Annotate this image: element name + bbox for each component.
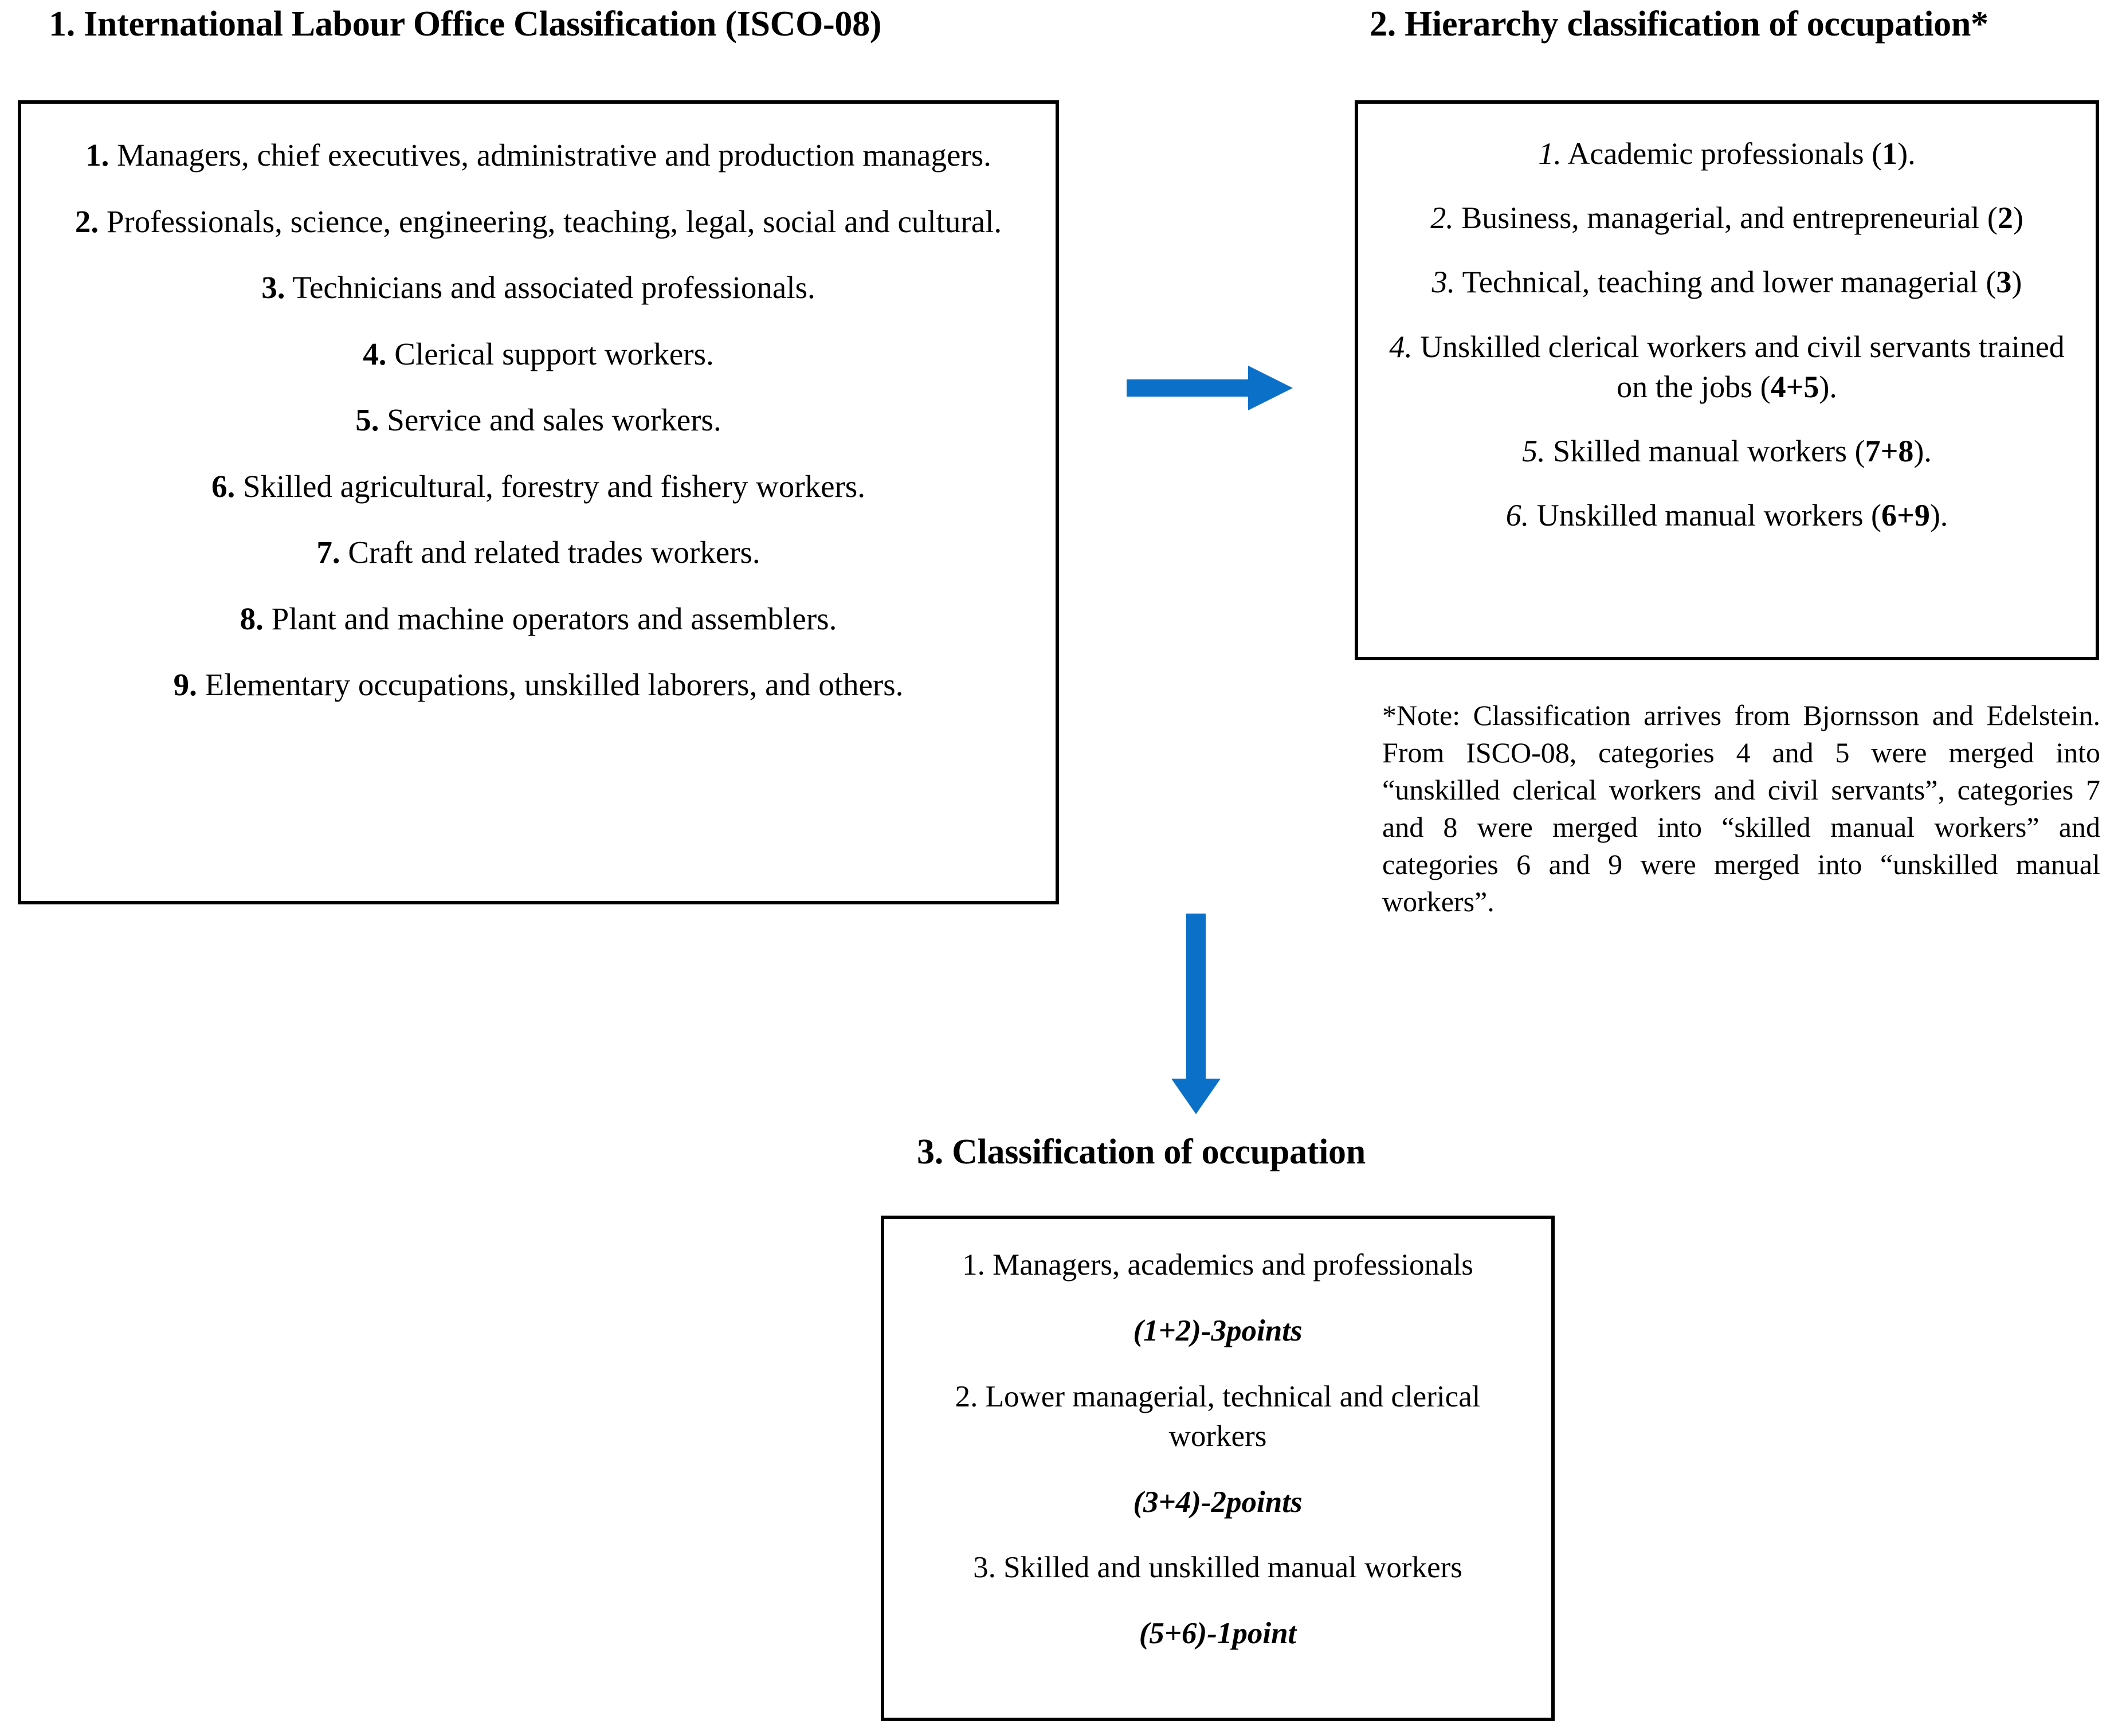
isco-item-7-text: Craft and related trades workers. <box>348 535 760 570</box>
isco-item-4: 4. Clerical support workers. <box>68 334 1009 375</box>
final-item-3-points: (5+6)-1point <box>1139 1617 1297 1651</box>
hierarchy-item-3-text: Technical, teaching and lower managerial… <box>1462 265 1997 300</box>
hierarchy-item-5-tail: ). <box>1913 433 1932 468</box>
isco-item-7-number: 7. <box>316 535 340 570</box>
final-classification-box: 1. Managers, academics and professionals… <box>881 1216 1555 1721</box>
isco-item-3: 3. Technicians and associated profession… <box>68 267 1009 308</box>
section-1-heading: 1. International Labour Office Classific… <box>49 5 882 44</box>
isco-item-1: 1. Managers, chief executives, administr… <box>68 135 1009 176</box>
final-item-1-label: 1. Managers, academics and professionals <box>962 1248 1473 1282</box>
section-3-heading: 3. Classification of occupation <box>917 1132 1366 1171</box>
arrow-down-icon <box>1170 914 1222 1114</box>
hierarchy-item-3-code: 3 <box>1996 265 2012 300</box>
isco-item-5: 5. Service and sales workers. <box>68 399 1009 441</box>
isco-item-2-text: Professionals, science, engineering, tea… <box>106 203 1002 239</box>
hierarchy-item-4-text: Unskilled clerical workers and civil ser… <box>1420 329 2065 404</box>
isco-item-4-text: Clerical support workers. <box>394 336 714 371</box>
hierarchy-item-5: 5. Skilled manual workers (7+8). <box>1381 431 2073 471</box>
arrow-right-icon <box>1127 365 1293 412</box>
isco-item-6-text: Skilled agricultural, forestry and fishe… <box>243 468 865 504</box>
hierarchy-item-6-code: 6+9 <box>1881 498 1930 533</box>
isco-item-6: 6. Skilled agricultural, forestry and fi… <box>68 466 1009 507</box>
isco-item-5-number: 5. <box>355 402 379 437</box>
hierarchy-item-6: 6. Unskilled manual workers (6+9). <box>1381 495 2073 535</box>
section-2-heading: 2. Hierarchy classification of occupatio… <box>1370 5 1988 44</box>
isco-item-2-number: 2. <box>74 203 99 239</box>
hierarchy-item-2-text: Business, managerial, and entrepreneuria… <box>1461 201 1998 236</box>
isco-item-8-number: 8. <box>240 601 264 636</box>
final-item-3-label: 3. Skilled and unskilled manual workers <box>973 1551 1462 1585</box>
hierarchy-note: *Note: Classification arrives from Bjorn… <box>1382 699 2100 918</box>
hierarchy-item-1-code: 1 <box>1882 136 1898 171</box>
isco-item-9-number: 9. <box>173 667 197 702</box>
isco-item-3-number: 3. <box>261 270 285 305</box>
hierarchy-item-6-tail: ). <box>1929 498 1948 533</box>
isco-item-9-text: Elementary occupations, unskilled labore… <box>205 667 904 702</box>
hierarchy-item-5-code: 7+8 <box>1865 433 1914 468</box>
hierarchy-item-4-tail: ). <box>1819 369 1837 404</box>
isco-item-6-number: 6. <box>211 468 236 504</box>
hierarchy-item-5-text: Skilled manual workers ( <box>1553 433 1865 468</box>
hierarchy-item-2: 2. Business, managerial, and entrepreneu… <box>1381 198 2073 238</box>
hierarchy-item-5-number: 5. <box>1522 433 1546 468</box>
isco-item-5-text: Service and sales workers. <box>387 402 721 437</box>
hierarchy-classification-box: 1. Academic professionals (1). 2. Busine… <box>1355 100 2099 660</box>
hierarchy-item-4-number: 4. <box>1389 329 1413 364</box>
isco-item-2: 2. Professionals, science, engineering, … <box>68 201 1009 242</box>
isco-item-8-text: Plant and machine operators and assemble… <box>271 601 837 636</box>
hierarchy-item-6-number: 6. <box>1505 498 1529 533</box>
isco-item-4-number: 4. <box>363 336 387 371</box>
hierarchy-item-3-tail: ) <box>2011 265 2022 300</box>
isco-item-3-text: Technicians and associated professionals… <box>292 270 815 305</box>
final-item-2-points: (3+4)-2points <box>1133 1485 1303 1519</box>
hierarchy-item-1-tail: ). <box>1897 136 1916 171</box>
hierarchy-item-3: 3. Technical, teaching and lower manager… <box>1381 262 2073 302</box>
hierarchy-item-3-number: 3. <box>1431 265 1456 300</box>
hierarchy-item-2-number: 2. <box>1430 201 1454 236</box>
hierarchy-item-2-code: 2 <box>1997 201 2013 236</box>
isco-item-8: 8. Plant and machine operators and assem… <box>68 598 1009 640</box>
hierarchy-item-1-text: Academic professionals ( <box>1567 136 1882 171</box>
hierarchy-item-4-code: 4+5 <box>1770 369 1819 404</box>
hierarchy-item-1-number: 1. <box>1538 136 1562 171</box>
isco-classification-box: 1. Managers, chief executives, administr… <box>18 100 1059 904</box>
final-item-2-label: 2. Lower managerial, technical and cleri… <box>955 1380 1481 1453</box>
hierarchy-item-2-tail: ) <box>2013 201 2023 236</box>
isco-item-1-text: Managers, chief executives, administrati… <box>117 138 991 173</box>
isco-item-9: 9. Elementary occupations, unskilled lab… <box>68 664 1009 706</box>
hierarchy-item-6-text: Unskilled manual workers ( <box>1536 498 1882 533</box>
final-item-1-points: (1+2)-3points <box>1133 1314 1303 1347</box>
hierarchy-item-4: 4. Unskilled clerical workers and civil … <box>1381 327 2073 407</box>
isco-item-1-number: 1. <box>85 138 109 173</box>
hierarchy-item-1: 1. Academic professionals (1). <box>1381 134 2073 174</box>
isco-item-7: 7. Craft and related trades workers. <box>68 532 1009 573</box>
